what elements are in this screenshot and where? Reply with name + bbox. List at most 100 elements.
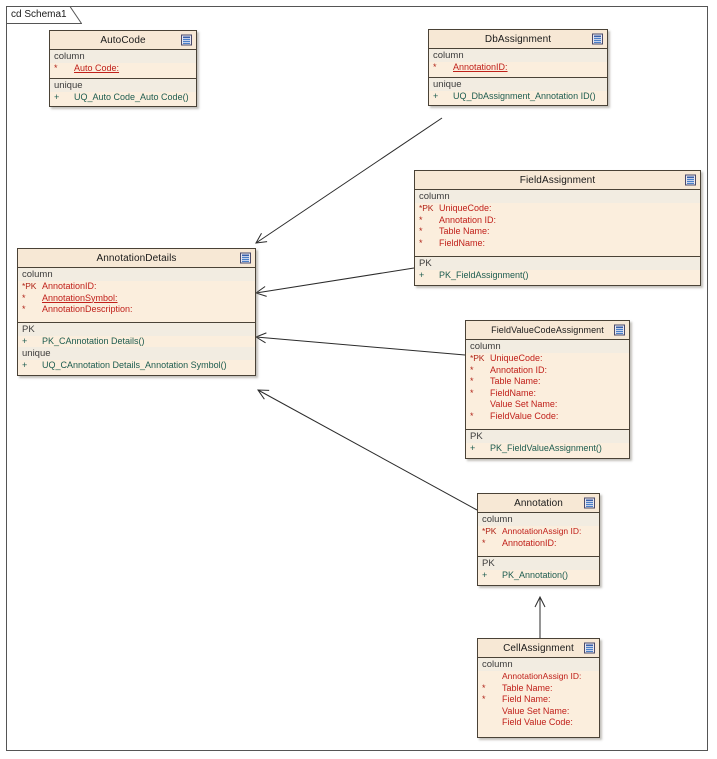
- section-label: column: [478, 513, 599, 526]
- attribute-text: AnnotationAssign ID:: [502, 671, 582, 681]
- attribute-mark: *PK: [482, 526, 497, 536]
- attribute-text: Field Value Code:: [502, 717, 573, 727]
- operation-text: PK_Annotation(): [502, 570, 569, 580]
- section-label: column: [18, 268, 255, 281]
- class-title-fieldassignment: FieldAssignment: [519, 174, 596, 186]
- class-header-annotation: Annotation: [478, 494, 599, 513]
- operation-row: + PK_FieldAssignment(): [415, 270, 700, 282]
- attribute-mark: *: [54, 63, 58, 73]
- class-box-autocode[interactable]: AutoCode column * Auto Code: unique: [49, 30, 197, 107]
- attribute-mark: *: [22, 292, 26, 303]
- compartment-column-dbassignment: column * AnnotationID:: [429, 49, 607, 78]
- class-box-cellassignment[interactable]: CellAssignment column AnnotationAssign I…: [477, 638, 600, 738]
- attribute-text: AnnotationID:: [502, 537, 557, 548]
- compartment-column-fieldvaluecodeassignment: column *PK UniqueCode: * Annotation ID: …: [466, 340, 629, 430]
- section-label: PK: [415, 257, 700, 270]
- attribute-text: Annotation ID:: [439, 214, 497, 225]
- table-icon: [240, 252, 251, 264]
- compartment-pk-unique-annotationdetails: PK + PK_CAnnotation Details() unique + U…: [18, 322, 255, 375]
- attribute-row: * Table Name:: [415, 226, 700, 238]
- section-label: PK: [478, 557, 599, 570]
- attribute-mark: *: [470, 410, 474, 421]
- attribute-row: Value Set Name:: [478, 706, 599, 718]
- attribute-row: * Annotation ID:: [466, 365, 629, 377]
- attribute-text: AnnotationID:: [42, 281, 97, 291]
- section-label: unique: [18, 347, 255, 360]
- operation-text: PK_FieldAssignment(): [439, 270, 529, 280]
- class-title-annotationdetails: AnnotationDetails: [96, 252, 177, 264]
- attribute-text: Table Name:: [502, 682, 553, 693]
- attribute-mark: *: [433, 62, 437, 72]
- operation-mark: +: [470, 443, 476, 453]
- class-title-fieldvaluecodeassignment: FieldValueCodeAssignment: [491, 325, 604, 335]
- table-icon: [685, 174, 696, 186]
- attribute-mark: *PK: [419, 203, 434, 213]
- compartment-unique-dbassignment: unique + UQ_DbAssignment_Annotation ID(): [429, 77, 607, 106]
- attribute-row: *PK UniqueCode:: [466, 353, 629, 365]
- class-header-fieldassignment: FieldAssignment: [415, 171, 700, 190]
- attribute-text: Annotation ID:: [490, 364, 548, 375]
- class-box-fieldvaluecodeassignment[interactable]: FieldValueCodeAssignment column *PK Uniq…: [465, 320, 630, 459]
- attribute-row: Value Set Name:: [466, 399, 629, 411]
- table-icon: [584, 497, 595, 509]
- attribute-row: * Table Name:: [466, 376, 629, 388]
- attribute-mark: *: [22, 304, 26, 314]
- compartment-column-annotation: column *PK AnnotationAssign ID: * Annota…: [478, 513, 599, 557]
- operation-mark: +: [54, 91, 60, 102]
- section-label: column: [415, 190, 700, 203]
- attribute-text: Auto Code:: [74, 63, 120, 73]
- section-label: PK: [466, 430, 629, 443]
- operation-mark: +: [482, 570, 488, 580]
- table-icon: [584, 642, 595, 654]
- operation-row: + UQ_CAnnotation Details_Annotation Symb…: [18, 360, 255, 372]
- attribute-text: FieldValue Code:: [490, 410, 559, 421]
- compartment-pk-annotation: PK + PK_Annotation(): [478, 557, 599, 585]
- class-header-fieldvaluecodeassignment: FieldValueCodeAssignment: [466, 321, 629, 340]
- operation-row: + PK_FieldValueAssignment(): [466, 443, 629, 455]
- attribute-mark: *: [419, 237, 423, 248]
- attribute-mark: *: [470, 364, 474, 375]
- attribute-mark: *: [482, 682, 486, 693]
- attribute-mark: *: [419, 214, 423, 225]
- table-icon: [592, 33, 603, 45]
- class-header-autocode: AutoCode: [50, 31, 196, 50]
- frame-tab: [6, 6, 82, 24]
- operation-text: UQ_DbAssignment_Annotation ID(): [453, 90, 596, 101]
- attribute-row: * AnnotationID:: [429, 62, 607, 74]
- attribute-text: Value Set Name:: [502, 705, 570, 716]
- operation-mark: +: [22, 335, 28, 346]
- attribute-mark: *: [470, 376, 474, 386]
- attribute-mark: *: [482, 694, 486, 704]
- class-box-fieldassignment[interactable]: FieldAssignment column *PK UniqueCode: *…: [414, 170, 701, 286]
- diagram-frame: [6, 6, 708, 751]
- operation-row: + PK_Annotation(): [478, 570, 599, 582]
- operation-mark: +: [22, 360, 28, 370]
- class-title-autocode: AutoCode: [100, 34, 146, 46]
- operation-mark: +: [433, 90, 439, 101]
- attribute-text: UniqueCode:: [490, 353, 543, 363]
- section-label: unique: [429, 77, 607, 91]
- class-title-dbassignment: DbAssignment: [484, 33, 552, 45]
- operation-text: PK_FieldValueAssignment(): [490, 443, 602, 453]
- compartment-column-cellassignment: column AnnotationAssign ID: * Table Name…: [478, 658, 599, 737]
- attribute-text: FieldName:: [439, 237, 486, 248]
- class-box-annotationdetails[interactable]: AnnotationDetails column *PK AnnotationI…: [17, 248, 256, 376]
- attribute-mark: *: [419, 226, 423, 236]
- class-box-annotation[interactable]: Annotation column *PK AnnotationAssign I…: [477, 493, 600, 586]
- attribute-row: * AnnotationDescription:: [18, 304, 255, 316]
- attribute-row: * AnnotationID:: [478, 538, 599, 550]
- attribute-text: Field Name:: [502, 694, 551, 704]
- attribute-row: Field Value Code:: [478, 717, 599, 729]
- attribute-text: AnnotationDescription:: [42, 304, 133, 314]
- class-box-dbassignment[interactable]: DbAssignment column * AnnotationID: uniq…: [428, 29, 608, 106]
- class-title-annotation: Annotation: [514, 497, 563, 509]
- attribute-row: *PK UniqueCode:: [415, 203, 700, 215]
- section-label: column: [429, 49, 607, 62]
- section-label: column: [466, 340, 629, 353]
- attribute-row: * FieldName:: [466, 388, 629, 400]
- compartment-column-annotationdetails: column *PK AnnotationID: * AnnotationSym…: [18, 268, 255, 323]
- operation-mark: +: [419, 270, 425, 280]
- attribute-text: AnnotationAssign ID:: [502, 526, 582, 536]
- attribute-text: AnnotationID:: [453, 62, 508, 72]
